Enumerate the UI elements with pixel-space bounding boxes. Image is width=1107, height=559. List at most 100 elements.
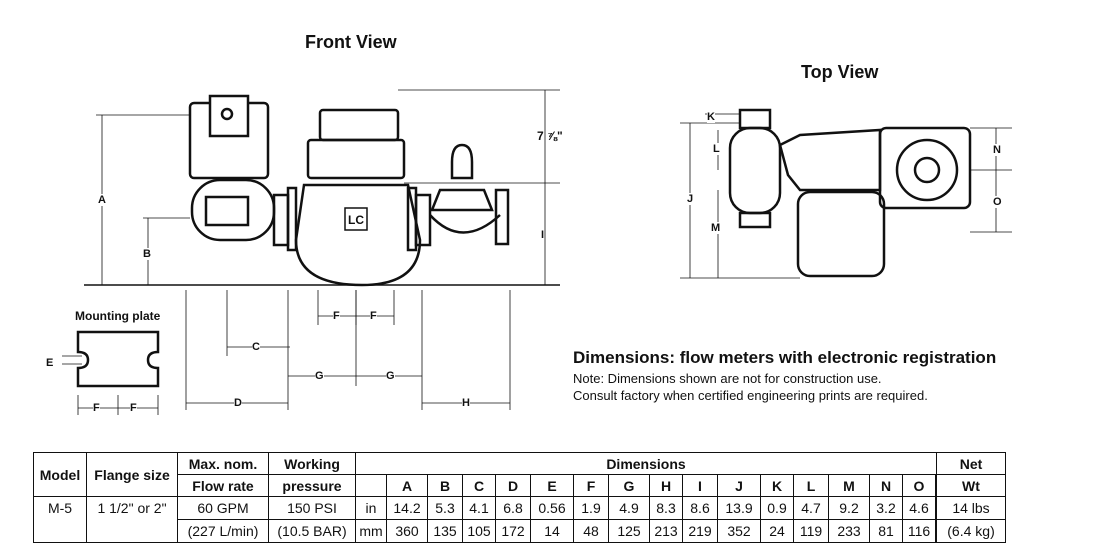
flow-in-cell: 60 GPM	[177, 496, 269, 520]
dim-letter-c: C	[252, 341, 260, 353]
dimensions-table: Model Flange size Max. nom. Working Dime…	[33, 452, 1006, 543]
dim-col-h: H	[649, 474, 683, 497]
dim-letter-f-1: F	[333, 310, 340, 322]
header-flow-1: Max. nom.	[177, 452, 269, 475]
header-unit-blank	[355, 474, 387, 497]
front-strainer	[429, 143, 510, 246]
dim-letter-d: D	[234, 397, 242, 409]
in-m: 9.2	[828, 496, 870, 520]
in-n: 3.2	[869, 496, 903, 520]
mm-j: 352	[717, 519, 761, 543]
mm-k: 24	[760, 519, 794, 543]
svg-text:LC: LC	[348, 213, 364, 227]
in-f: 1.9	[573, 496, 609, 520]
in-o: 4.6	[902, 496, 936, 520]
in-d: 6.8	[495, 496, 531, 520]
dim-col-a: A	[386, 474, 428, 497]
dimensions-heading: Dimensions: flow meters with electronic …	[573, 348, 997, 367]
dim-col-j: J	[717, 474, 761, 497]
header-dimensions: Dimensions	[355, 452, 937, 475]
model-cell: M-5	[33, 496, 87, 543]
front-meter-body-left	[190, 178, 298, 252]
in-e: 0.56	[530, 496, 574, 520]
dim-letter-i: I	[541, 229, 545, 241]
dimension-label-7-7-8: 7 ⅞"	[537, 129, 563, 143]
header-wt: Wt	[936, 474, 1006, 497]
front-view-title: Front View	[305, 32, 397, 52]
mm-i: 219	[682, 519, 718, 543]
dim-letter-n: N	[993, 144, 1001, 156]
wt-in-cell: 14 lbs	[936, 496, 1006, 520]
dim-letter-g-1: G	[315, 370, 324, 382]
unit-mm-cell: mm	[355, 519, 387, 543]
in-g: 4.9	[608, 496, 650, 520]
dim-letter-f-3: F	[93, 402, 100, 414]
in-h: 8.3	[649, 496, 683, 520]
mm-c: 105	[462, 519, 496, 543]
top-view-title: Top View	[801, 62, 879, 82]
header-pressure-2: pressure	[268, 474, 356, 497]
dim-letter-o: O	[993, 196, 1002, 208]
table-header-row-2: Flow rate pressure A B C D E F G H I J K…	[34, 474, 1006, 497]
dim-letter-l: L	[713, 143, 720, 155]
dim-letter-a: A	[98, 194, 106, 206]
dim-col-e: E	[530, 474, 574, 497]
mm-d: 172	[495, 519, 531, 543]
wt-mm-cell: (6.4 kg)	[936, 519, 1006, 543]
dim-col-k: K	[760, 474, 794, 497]
header-flange-size: Flange size	[86, 452, 178, 497]
table-row-mm: (227 L/min) (10.5 BAR) mm 360 135 105 17…	[34, 519, 1006, 543]
table-row-in: M-5 1 1/2" or 2" 60 GPM 150 PSI in 14.2 …	[33, 496, 1006, 543]
mm-h: 213	[649, 519, 683, 543]
in-a: 14.2	[386, 496, 428, 520]
in-b: 5.3	[427, 496, 463, 520]
flow-mm-cell: (227 L/min)	[177, 519, 269, 543]
mm-l: 119	[793, 519, 829, 543]
drawing-canvas: LC	[62, 89, 1012, 415]
top-view-meter	[728, 108, 972, 278]
mm-o: 116	[902, 519, 936, 543]
pressure-in-cell: 150 PSI	[268, 496, 356, 520]
dim-letter-h: H	[462, 397, 470, 409]
dim-letter-m: M	[711, 222, 721, 234]
in-c: 4.1	[462, 496, 496, 520]
mm-b: 135	[427, 519, 463, 543]
mounting-plate-label: Mounting plate	[75, 309, 161, 323]
mounting-plate-shape	[76, 330, 160, 388]
mm-e: 14	[530, 519, 574, 543]
mm-f: 48	[573, 519, 609, 543]
dim-col-i: I	[682, 474, 718, 497]
unit-in-cell: in	[355, 496, 387, 520]
dim-col-o: O	[902, 474, 936, 497]
dim-letter-k: K	[707, 111, 715, 123]
flange-cell: 1 1/2" or 2"	[86, 496, 178, 543]
table-header-row-1: Model Flange size Max. nom. Working Dime…	[33, 452, 1006, 497]
mm-m: 233	[828, 519, 870, 543]
dim-letter-g-2: G	[386, 370, 395, 382]
dim-col-g: G	[608, 474, 650, 497]
header-model: Model	[33, 452, 87, 497]
dim-col-f: F	[573, 474, 609, 497]
dim-letter-f-4: F	[130, 402, 137, 414]
front-meter-center: LC	[294, 108, 432, 287]
dim-letter-b: B	[143, 248, 151, 260]
dim-letter-j: J	[687, 193, 694, 205]
dim-col-c: C	[462, 474, 496, 497]
dim-col-m: M	[828, 474, 870, 497]
pressure-mm-cell: (10.5 BAR)	[268, 519, 356, 543]
in-k: 0.9	[760, 496, 794, 520]
dim-letter-f-2: F	[370, 310, 377, 322]
header-flow-2: Flow rate	[177, 474, 269, 497]
dim-col-b: B	[427, 474, 463, 497]
dim-col-n: N	[869, 474, 903, 497]
in-j: 13.9	[717, 496, 761, 520]
dim-col-d: D	[495, 474, 531, 497]
in-i: 8.6	[682, 496, 718, 520]
note-line-1: Note: Dimensions shown are not for const…	[573, 371, 882, 386]
note-line-2: Consult factory when certified engineeri…	[573, 388, 928, 403]
mm-n: 81	[869, 519, 903, 543]
header-pressure-1: Working	[268, 452, 356, 475]
mm-g: 125	[608, 519, 650, 543]
dim-letter-e: E	[46, 357, 54, 369]
header-net: Net	[936, 452, 1006, 475]
